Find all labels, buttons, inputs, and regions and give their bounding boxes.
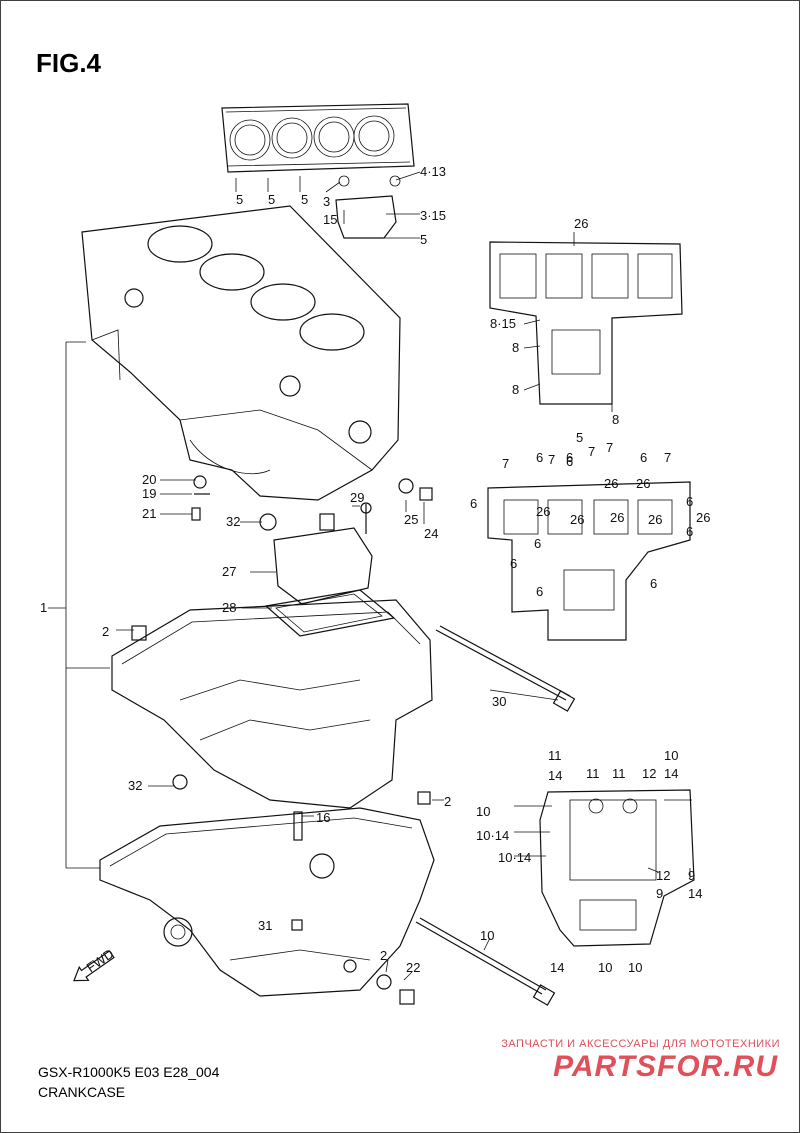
callout-label: 5 bbox=[576, 430, 583, 445]
oil-jet-bracket-drawing bbox=[335, 175, 401, 239]
callout-label: 16 bbox=[316, 810, 330, 825]
callout-label: 11 bbox=[586, 766, 600, 781]
callout-label: 4·13 bbox=[420, 164, 446, 179]
crankcase-lower-view-drawing bbox=[539, 789, 695, 947]
callout-label: 15 bbox=[323, 212, 337, 227]
callout-label: 8 bbox=[612, 412, 619, 427]
callout-label: 10 bbox=[480, 928, 494, 943]
callout-label: 11 bbox=[612, 766, 626, 781]
leader-lines bbox=[116, 171, 692, 981]
fwd-arrow-icon: FWD bbox=[73, 946, 117, 982]
callout-label: 6 bbox=[510, 556, 517, 571]
callout-label: 31 bbox=[258, 918, 272, 933]
callout-label: 8 bbox=[512, 340, 519, 355]
callout-label: 2 bbox=[102, 624, 109, 639]
callout-label: 5 bbox=[268, 192, 275, 207]
callout-label: 12 bbox=[656, 868, 670, 883]
callout-label: 14 bbox=[688, 886, 702, 901]
callout-label: 7 bbox=[502, 456, 509, 471]
callout-label: 3·15 bbox=[420, 208, 446, 223]
callout-label: 11 bbox=[548, 748, 562, 763]
section-name: CRANKCASE bbox=[38, 1084, 126, 1100]
callout-label: 26 bbox=[610, 510, 624, 525]
callout-label: 22 bbox=[406, 960, 420, 975]
small-fasteners-drawing bbox=[191, 475, 433, 1005]
head-gasket-drawing bbox=[221, 103, 415, 173]
callout-label: 7 bbox=[664, 450, 671, 465]
long-bolts-drawing bbox=[415, 625, 576, 1006]
callout-label: 6 bbox=[650, 576, 657, 591]
callout-label: 6 bbox=[470, 496, 477, 511]
callout-label: 2 bbox=[444, 794, 451, 809]
cylinder-block-drawing bbox=[81, 205, 401, 501]
callout-label: 1 bbox=[40, 600, 47, 615]
crankcase-upper-view-drawing bbox=[489, 241, 683, 405]
group-bracket-line bbox=[48, 341, 110, 869]
callout-label: 24 bbox=[424, 526, 438, 541]
callout-label: 7 bbox=[548, 452, 555, 467]
callout-label: 6 bbox=[640, 450, 647, 465]
callout-label: 25 bbox=[404, 512, 418, 527]
callout-label: 3 bbox=[323, 194, 330, 209]
callout-label: 32 bbox=[226, 514, 240, 529]
watermark-tagline: ЗАПЧАСТИ И АКСЕССУАРЫ ДЛЯ МОТОТЕХНИКИ bbox=[501, 1038, 780, 1050]
callout-label: 6 bbox=[536, 450, 543, 465]
watermark-logo: PARTSFOR.RU bbox=[553, 1050, 778, 1083]
callout-label: 10 bbox=[664, 748, 678, 763]
callout-label: 26 bbox=[574, 216, 588, 231]
callout-label: 8·15 bbox=[490, 316, 516, 331]
callout-label: 2 bbox=[380, 948, 387, 963]
callout-label: 21 bbox=[142, 506, 156, 521]
callout-label: 26 bbox=[648, 512, 662, 527]
model-code: GSX-R1000K5 E03 E28_004 bbox=[38, 1064, 220, 1080]
callout-label: 8 bbox=[512, 382, 519, 397]
callout-label: 26 bbox=[536, 504, 550, 519]
callout-label: 6 bbox=[566, 454, 573, 469]
lower-crankcase-drawing bbox=[99, 774, 435, 997]
callout-label: 29 bbox=[350, 490, 364, 505]
callout-label: 27 bbox=[222, 564, 236, 579]
callout-label: 6 bbox=[566, 450, 573, 465]
svg-text:FWD: FWD bbox=[84, 946, 117, 975]
callout-label: 10 bbox=[598, 960, 612, 975]
callout-label: 12 bbox=[642, 766, 656, 781]
callout-label: 9 bbox=[688, 868, 695, 883]
crankcase-middle-view-drawing bbox=[487, 481, 691, 641]
callout-label: 6 bbox=[536, 584, 543, 599]
callout-label: 14 bbox=[550, 960, 564, 975]
callout-label: 7 bbox=[588, 444, 595, 459]
callout-label: 10·14 bbox=[476, 828, 509, 843]
callout-label: 14 bbox=[548, 768, 562, 783]
callout-label: 32 bbox=[128, 778, 142, 793]
callout-label: 5 bbox=[420, 232, 427, 247]
upper-crankcase-drawing bbox=[111, 599, 433, 809]
callout-label: 19 bbox=[142, 486, 156, 501]
callout-label: 26 bbox=[570, 512, 584, 527]
callout-label: 14 bbox=[664, 766, 678, 781]
callout-label: 26 bbox=[636, 476, 650, 491]
callout-label: 6 bbox=[686, 524, 693, 539]
figure-label: FIG.4 bbox=[36, 48, 102, 78]
callout-label: 10·14 bbox=[498, 850, 531, 865]
callout-label: 6 bbox=[534, 536, 541, 551]
callout-label: 5 bbox=[301, 192, 308, 207]
callout-label: 28 bbox=[222, 600, 236, 615]
callout-label: 30 bbox=[492, 694, 506, 709]
callout-label: 26 bbox=[696, 510, 710, 525]
callout-label: 26 bbox=[604, 476, 618, 491]
callout-label: 20 bbox=[142, 472, 156, 487]
callout-label: 9 bbox=[656, 886, 663, 901]
callout-label: 10 bbox=[476, 804, 490, 819]
callout-label: 5 bbox=[236, 192, 243, 207]
callout-label: 6 bbox=[686, 494, 693, 509]
callout-label: 7 bbox=[606, 440, 613, 455]
callout-label: 10 bbox=[628, 960, 642, 975]
